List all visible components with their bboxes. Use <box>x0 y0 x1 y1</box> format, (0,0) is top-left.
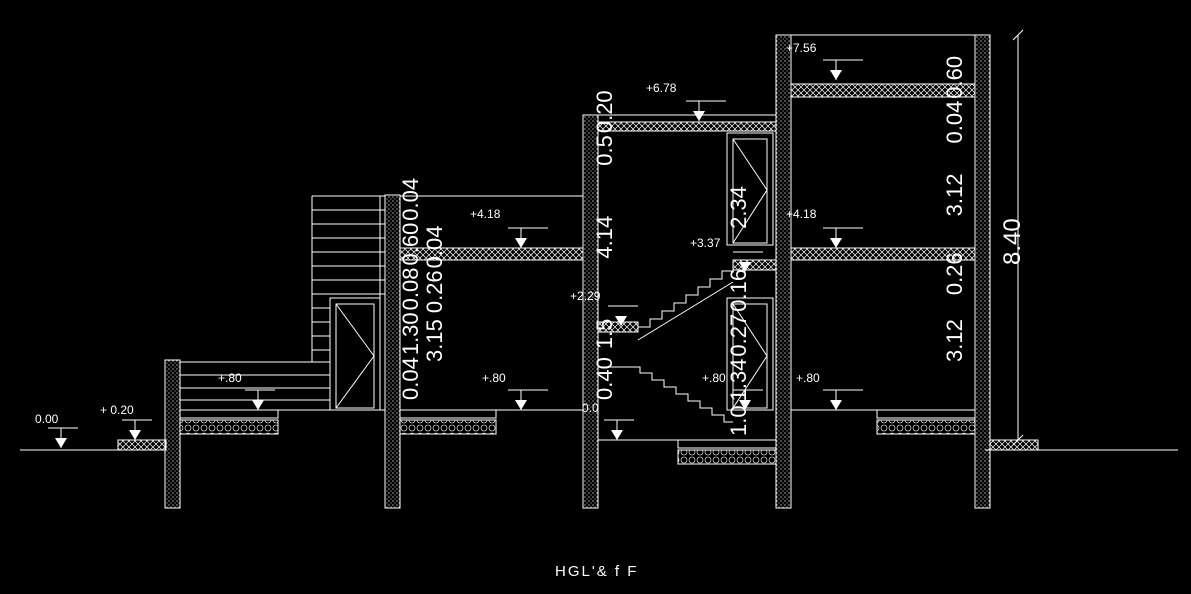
slabs <box>399 83 976 333</box>
ground-line <box>20 439 1178 451</box>
left-stair <box>180 209 385 410</box>
level-floor2-left: +4.18 <box>470 207 501 221</box>
dim-left-col-b: 3.150.260.04 <box>422 226 447 362</box>
level-landing-top: +3.37 <box>690 236 721 250</box>
dim-mid-col: 0.401.54.140.50.20 <box>592 90 617 400</box>
level-markers <box>48 59 863 448</box>
dim-left-col: 0.041.300.080.600.04 <box>398 178 423 400</box>
dim-stair-col: 1.01.340.270.162.34 <box>726 186 751 436</box>
level-floor1-right: +.80 <box>796 371 820 385</box>
level-ground: 0.00 <box>35 412 59 426</box>
dim-right-col: 3.120.263.120.040.60 <box>942 56 967 362</box>
door-left <box>329 196 381 411</box>
walls <box>164 34 991 509</box>
level-roof-mid: +6.78 <box>646 81 677 95</box>
dimensions: 0.041.300.080.600.04 3.150.260.04 0.401.… <box>398 56 1026 436</box>
level-floor1-stair: +.80 <box>702 371 726 385</box>
dim-overall: 8.40 <box>999 218 1026 265</box>
floor-pads <box>179 409 976 465</box>
level-floor1-left: +.80 <box>218 371 242 385</box>
level-floor2-right: +4.18 <box>786 207 817 221</box>
level-landing-mid: +2.29 <box>570 289 601 303</box>
level-floor1-mid: +.80 <box>482 371 506 385</box>
center-stair <box>598 270 734 423</box>
level-roof-right: +7.56 <box>786 41 817 55</box>
drawing-title: HGL'& f F <box>555 563 638 580</box>
stair-panels <box>726 132 774 411</box>
level-zero-mid: 0.0 <box>582 401 599 415</box>
level-entry: + 0.20 <box>100 403 134 417</box>
